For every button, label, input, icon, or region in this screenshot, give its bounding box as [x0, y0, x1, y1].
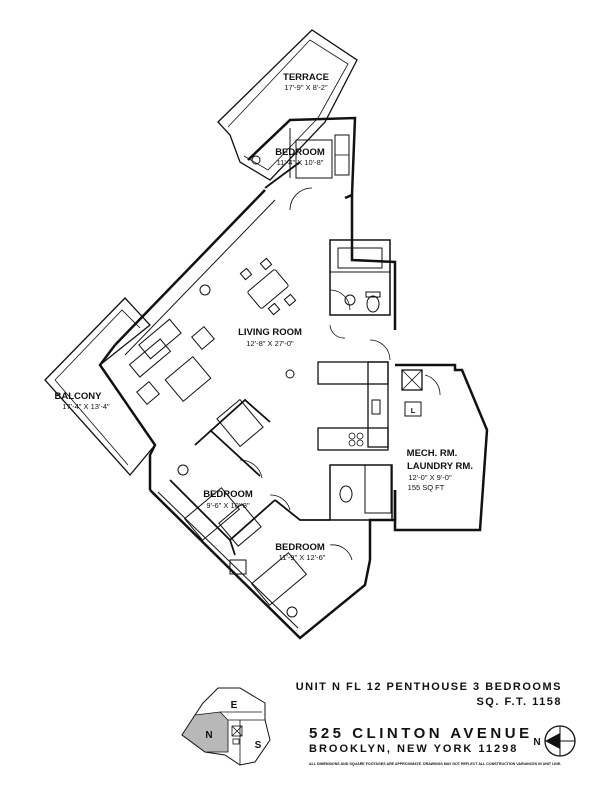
unit-description: UNIT N FL 12 PENTHOUSE 3 BEDROOMS	[296, 681, 562, 693]
laundry-room-label: LAUNDRY RM.	[407, 461, 473, 472]
title-block: UNIT N FL 12 PENTHOUSE 3 BEDROOMS SQ. F.…	[296, 681, 562, 766]
interior-walls	[169, 128, 423, 556]
columns	[177, 155, 298, 618]
balcony-outline	[44, 297, 156, 476]
mech-room-sqft: 155 SQ FT	[408, 483, 445, 492]
terrace-outline	[217, 29, 358, 181]
bedroom-mid-dims: 9'-6" X 10'-8"	[206, 501, 250, 510]
address-street: 525 CLINTON AVENUE	[309, 725, 533, 742]
bedroom-top-label: BEDROOM	[275, 147, 325, 158]
room-labels: TERRACE 17'-9" X 8'-2" BEDROOM 11'-4" X …	[55, 72, 473, 562]
compass-north-label: N	[533, 737, 540, 748]
balcony-dims: 17'-4" X 13'-4"	[62, 402, 110, 411]
mech-room-dims: 12'-0" X 9'-0"	[408, 473, 452, 482]
key-plan-east: E	[231, 700, 238, 711]
address-city: BROOKLYN, NEW YORK 11298	[309, 743, 518, 755]
mech-room-label: MECH. RM.	[407, 448, 458, 459]
key-plan-north: N	[205, 730, 212, 741]
unit-square-footage: SQ. F.T. 1158	[476, 696, 562, 708]
bedroom-top-dims: 11'-4" X 10'-8"	[277, 158, 324, 167]
disclaimer-text: ALL DIMENSIONS AND SQUARE FOOTAGES ARE A…	[309, 762, 561, 766]
door-swings	[239, 187, 441, 561]
bedroom-bottom-label: BEDROOM	[275, 542, 325, 553]
key-plan: E N S	[181, 687, 271, 766]
living-room-dims: 12'-8" X 27'-0"	[246, 339, 294, 348]
laundry-symbol: L	[411, 406, 416, 415]
balcony-label: BALCONY	[55, 391, 103, 402]
compass: N	[533, 725, 576, 757]
terrace-dims: 17'-9" X 8'-2"	[284, 83, 328, 92]
key-plan-south: S	[255, 740, 262, 751]
bedroom-mid-label: BEDROOM	[203, 489, 253, 500]
terrace-label: TERRACE	[283, 72, 329, 83]
furniture	[128, 139, 333, 606]
living-room-label: LIVING ROOM	[238, 327, 302, 338]
bedroom-bottom-dims: 11'-9" X 12'-6"	[279, 553, 326, 562]
